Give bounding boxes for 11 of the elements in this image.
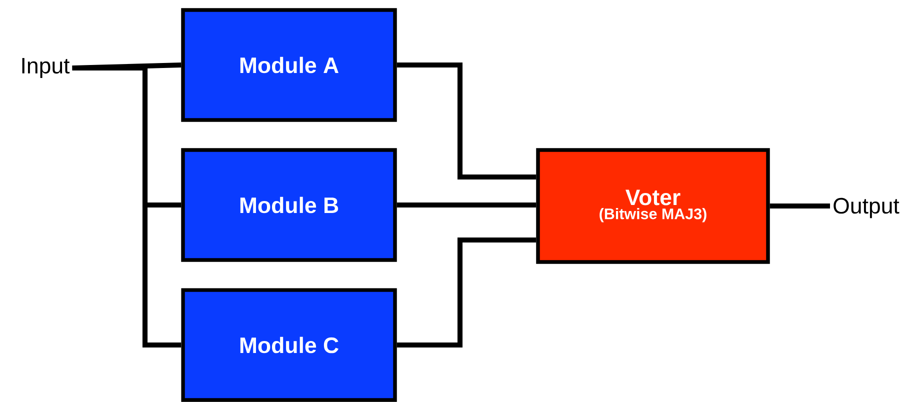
terminal-label: Input (22, 58, 70, 78)
process-box: Module B (181, 148, 397, 262)
connector-line (396, 62, 536, 180)
process-box: Module A (181, 8, 397, 122)
connector-line (396, 237, 536, 348)
connector-line (770, 203, 830, 209)
voter-box: Voter (Bitwise MAJ3) (536, 148, 770, 264)
terminal-label: Output (834, 198, 900, 218)
connector-line (396, 202, 536, 208)
process-box: Module C (181, 288, 397, 402)
connector-line (72, 65, 182, 348)
